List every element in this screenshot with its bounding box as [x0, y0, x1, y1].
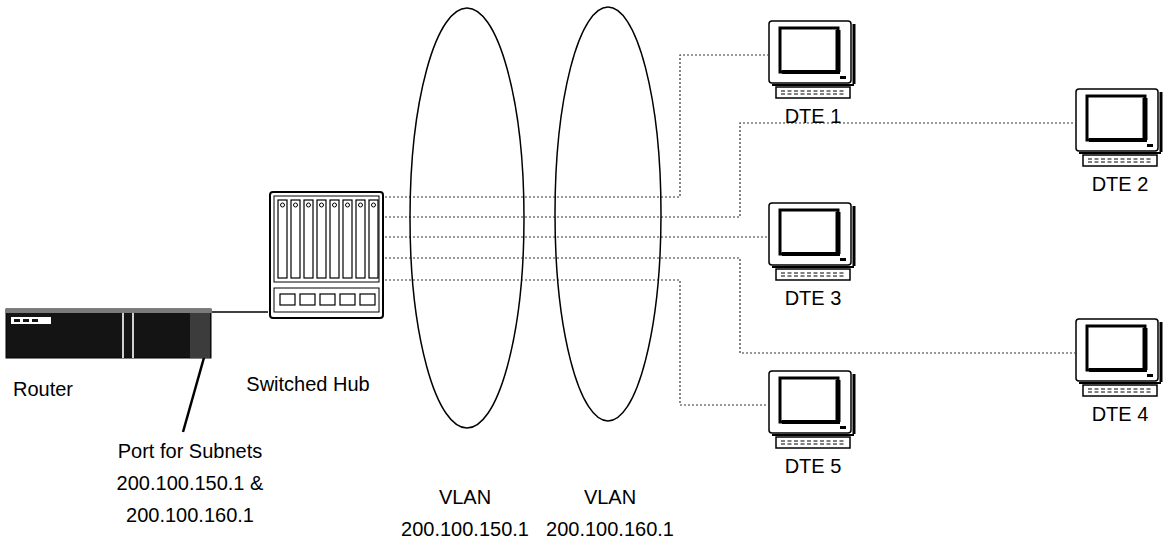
node-label: DTE 4 [1070, 398, 1170, 430]
node-label: VLAN 200.100.160.1 [540, 481, 680, 545]
dte-terminal: DTE 2 [1075, 88, 1165, 168]
router-node: Router [5, 305, 212, 360]
node-illustration-svg [268, 190, 385, 320]
leader-line [183, 354, 205, 432]
node-illustration-svg [540, 3, 680, 435]
dte-terminal: DTE 3 [768, 202, 858, 282]
node-label: DTE 3 [763, 282, 863, 314]
switched-hub-node: Switched Hub [268, 190, 385, 320]
network-link [212, 311, 268, 313]
dte-terminal: DTE 5 [768, 370, 858, 450]
node-label: VLAN 200.100.150.1 [395, 481, 535, 545]
node-label: DTE 2 [1070, 168, 1170, 200]
station-link [385, 280, 768, 405]
node-illustration-svg [5, 305, 212, 360]
node-label: DTE 5 [763, 450, 863, 482]
node-illustration-svg [768, 370, 858, 450]
vlan-ellipse: VLAN 200.100.150.1 [395, 3, 535, 548]
node-label: DTE 1 [763, 100, 863, 132]
node-label: Switched Hub [208, 368, 408, 400]
node-illustration-svg [1075, 318, 1165, 398]
dte-terminal: DTE 1 [768, 20, 858, 100]
station-link [385, 236, 768, 237]
node-illustration-svg [768, 20, 858, 100]
station-link [385, 258, 1075, 353]
station-link [385, 55, 768, 197]
callout-label: Port for Subnets 200.100.150.1 & 200.100… [100, 435, 280, 531]
node-illustration-svg [395, 3, 535, 435]
station-link [385, 123, 1075, 217]
node-illustration-svg [768, 202, 858, 282]
dte-terminal: DTE 4 [1075, 318, 1165, 398]
node-label: Router [13, 373, 113, 405]
vlan-ellipse: VLAN 200.100.160.1 [540, 3, 680, 548]
node-illustration-svg [1075, 88, 1165, 168]
